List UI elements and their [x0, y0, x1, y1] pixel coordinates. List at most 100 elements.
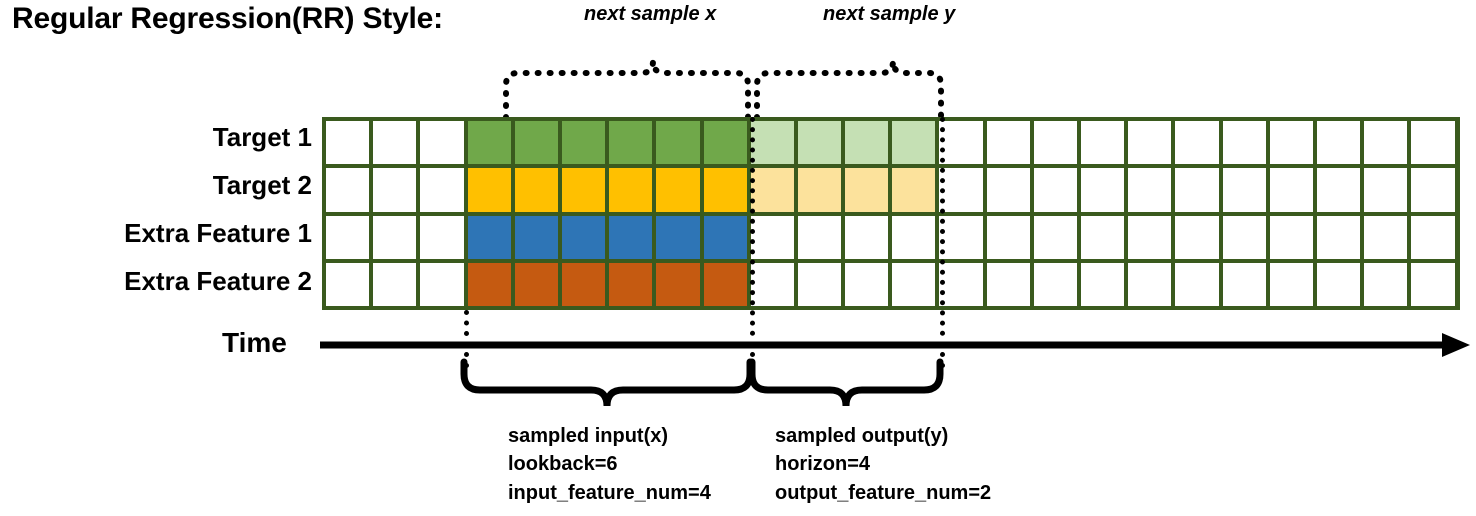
sampled-input-title: sampled input(x) — [508, 425, 669, 447]
sampled-output-brace — [748, 358, 944, 407]
grid-cell — [514, 121, 558, 165]
grid-cell — [939, 262, 983, 306]
sampled-input-caption: sampled input(x) lookback=6 input_featur… — [508, 422, 711, 507]
guide-output-end — [940, 117, 945, 336]
top-braces — [503, 60, 944, 121]
grid-cell — [326, 215, 370, 259]
grid-cell — [703, 168, 747, 212]
grid-cell — [1128, 121, 1172, 165]
time-axis-arrow — [320, 333, 1470, 357]
guide-input-start — [464, 310, 469, 336]
grid-cell — [1364, 121, 1408, 165]
grid-cell — [1175, 121, 1219, 165]
grid-cell — [1364, 262, 1408, 306]
grid-row-extra-feature-2 — [326, 262, 1460, 310]
row-label-column: Target 1 Target 2 Extra Feature 1 Extra … — [10, 117, 312, 310]
grid-cell — [467, 215, 511, 259]
grid-cell — [892, 262, 936, 306]
grid-cell — [892, 121, 936, 165]
grid-cell — [561, 215, 606, 259]
grid-cell — [561, 121, 606, 165]
sampled-input-lookback: lookback=6 — [508, 453, 618, 476]
grid-cell — [1269, 262, 1313, 306]
grid-cell — [1175, 262, 1219, 306]
grid-cell — [703, 215, 747, 259]
grid-cell — [467, 262, 511, 306]
grid-cell — [1175, 215, 1219, 259]
grid-cell — [1411, 168, 1455, 212]
grid-cell — [1269, 215, 1313, 259]
row-label-extra-feature-2: Extra Feature 2 — [124, 266, 312, 296]
grid-cell — [703, 121, 747, 165]
sampled-output-horizon: horizon=4 — [775, 453, 871, 476]
sampled-input-brace — [460, 358, 754, 407]
grid-cell — [939, 168, 983, 212]
sampled-input-feature-num: input_feature_num=4 — [508, 481, 711, 504]
grid-cell — [797, 262, 842, 306]
grid-cell — [326, 168, 370, 212]
bottom-braces — [460, 358, 944, 407]
grid-cell — [845, 168, 889, 212]
grid-row-target-2 — [326, 168, 1460, 215]
grid-cell — [1175, 168, 1219, 212]
grid-cell — [1128, 215, 1172, 259]
grid-cell — [609, 168, 653, 212]
grid-cell — [420, 262, 464, 306]
grid-cell — [1364, 168, 1408, 212]
grid-cell — [420, 168, 464, 212]
grid-cell — [1081, 262, 1125, 306]
grid-cell — [373, 262, 417, 306]
grid-cell — [939, 215, 983, 259]
grid-cell — [986, 121, 1030, 165]
grid-cell — [1316, 262, 1361, 306]
grid-cell — [326, 121, 370, 165]
grid-cell — [561, 262, 606, 306]
grid-cell — [1411, 215, 1455, 259]
grid-cell — [750, 168, 794, 212]
page-title: Regular Regression(RR) Style: — [12, 2, 443, 35]
grid-cell — [1033, 168, 1077, 212]
grid-cell — [1411, 121, 1455, 165]
grid-cell — [845, 262, 889, 306]
row-label-extra-feature-1: Extra Feature 1 — [124, 218, 312, 248]
grid-cell — [326, 262, 370, 306]
grid-cell — [1222, 215, 1266, 259]
grid-cell — [1222, 168, 1266, 212]
next-sample-x-label: next sample x — [584, 3, 717, 25]
grid-cell — [656, 168, 700, 212]
grid-cell — [986, 168, 1030, 212]
grid-cell — [750, 121, 794, 165]
grid-cell — [373, 168, 417, 212]
grid-cell — [939, 121, 983, 165]
grid-cell — [1316, 121, 1361, 165]
grid-cell — [514, 168, 558, 212]
grid-cell — [703, 262, 747, 306]
grid-cell — [467, 168, 511, 212]
grid-cell — [1081, 168, 1125, 212]
grid-cell — [561, 168, 606, 212]
grid-cell — [1222, 262, 1266, 306]
grid-cell — [373, 215, 417, 259]
grid-cell — [1364, 215, 1408, 259]
grid-cell — [1316, 215, 1361, 259]
grid-cell — [1316, 168, 1361, 212]
grid-cell — [609, 121, 653, 165]
grid-cell — [420, 215, 464, 259]
row-label-target-1: Target 1 — [212, 122, 312, 152]
timeline-grid — [322, 117, 1460, 310]
grid-cell — [1269, 121, 1313, 165]
grid-row-extra-feature-1 — [326, 215, 1460, 263]
grid-cell — [1128, 262, 1172, 306]
grid-cell — [1081, 215, 1125, 259]
sampled-output-title: sampled output(y) — [775, 425, 949, 447]
grid-cell — [892, 168, 936, 212]
grid-row-target-1 — [326, 121, 1460, 168]
next-sample-y-brace — [754, 60, 944, 121]
grid-cell — [467, 121, 511, 165]
grid-cell — [514, 215, 558, 259]
next-sample-x-brace — [503, 60, 751, 121]
guide-input-end — [750, 117, 755, 336]
grid-cell — [1033, 121, 1077, 165]
grid-cell — [656, 215, 700, 259]
